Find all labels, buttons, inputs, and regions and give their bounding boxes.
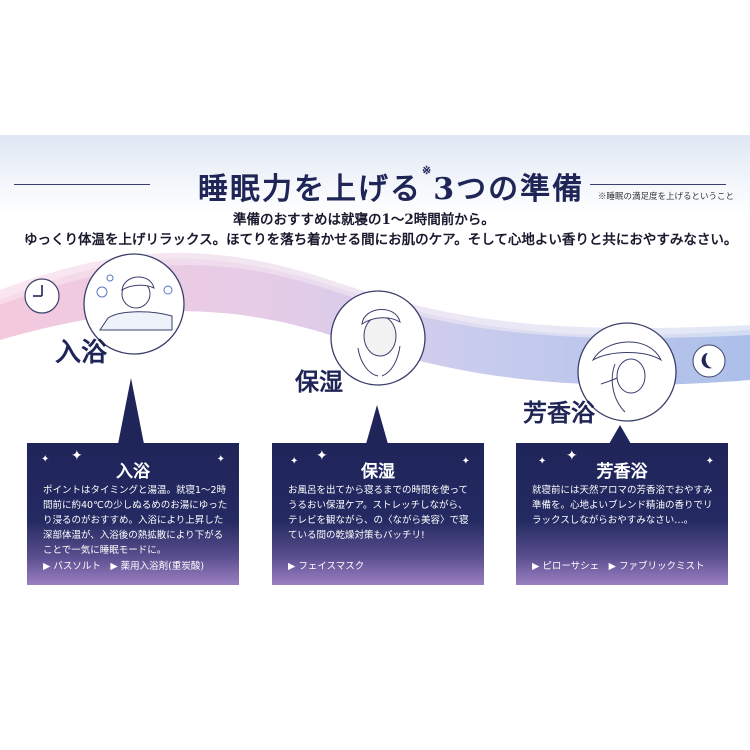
title-footnote-mark: ※ <box>422 164 434 177</box>
sparkle-icon: ✦ <box>216 454 225 465</box>
panel-title-aroma: 芳香浴 <box>596 462 648 482</box>
sleeping-woman-illustration <box>577 322 677 422</box>
panel-text-bath: ポイントはタイミングと湯温。就寝1～2時間前に約40℃の少しぬるめのお湯にゆった… <box>43 485 228 556</box>
sparkle-icon: ✦ <box>316 448 328 464</box>
banner-gradient-top <box>0 135 750 215</box>
panel-items-bath: ▶ バスソルト ▶ 薬用入浴剤(重炭酸) <box>43 561 205 572</box>
page-title: 睡眠力を上げる※3つの準備 <box>198 164 584 208</box>
title-line-right <box>590 184 726 185</box>
sparkle-icon: ✦ <box>71 448 83 464</box>
sparkle-icon: ✦ <box>290 456 299 467</box>
bath-woman-illustration <box>83 253 185 355</box>
panel-aroma: ✦ ✦ ✦ 芳香浴 就寝前には天然アロマの芳香浴でおやすみ準備を。心地よいブレン… <box>516 443 728 585</box>
panel-bath: ✦ ✦ ✦ 入浴 ポイントはタイミングと湯温。就寝1～2時間前に約40℃の少しぬ… <box>27 443 239 585</box>
lead-line-2: ゆっくり体温を上げリラックス。ほてりを落ち着かせる間にお肌のケア。そして心地よい… <box>24 232 738 248</box>
panel-items-aroma: ▶ ピローサシェ ▶ ファブリックミスト <box>532 561 705 572</box>
face-mask-woman-illustration <box>330 290 426 386</box>
title-rest: 3つの準備 <box>433 172 585 207</box>
sparkle-icon: ✦ <box>41 454 50 465</box>
panel-text-aroma: 就寝前には天然アロマの芳香浴でおやすみ準備を。心地よいブレンド精油の香りでリラッ… <box>532 485 713 526</box>
sparkle-icon: ✦ <box>461 456 470 467</box>
panel-title-moisture: 保湿 <box>361 462 395 482</box>
panel-title-bath: 入浴 <box>116 462 150 482</box>
footnote: ※睡眠の満足度を上げるということ <box>598 192 735 202</box>
sparkle-icon: ✦ <box>566 448 578 464</box>
pointer-bath <box>118 378 144 444</box>
panel-moisture: ✦ ✦ ✦ 保湿 お風呂を出てから寝るまでの時間を使ってうるおい保湿ケア。ストレ… <box>272 443 484 585</box>
panel-text-moisture: お風呂を出てから寝るまでの時間を使ってうるおい保湿ケア。ストレッチしながら、テレ… <box>288 485 469 541</box>
stage-label-moisture: 保湿 <box>295 367 343 396</box>
moon-icon <box>692 344 726 378</box>
sparkle-icon: ✦ <box>705 456 714 467</box>
stage-label-bath: 入浴 <box>55 338 108 368</box>
panel-items-moisture: ▶ フェイスマスク <box>288 561 365 572</box>
stage-label-aroma: 芳香浴 <box>523 398 595 427</box>
title-main: 睡眠力を上げる <box>198 172 422 207</box>
sparkle-icon: ✦ <box>538 456 547 467</box>
title-line-left <box>14 184 150 185</box>
lead-line-1: 準備のおすすめは就寝の1～2時間前から。 <box>233 212 495 228</box>
clock-icon <box>24 278 60 314</box>
pointer-aroma <box>609 425 631 444</box>
pointer-moisture <box>366 405 388 444</box>
